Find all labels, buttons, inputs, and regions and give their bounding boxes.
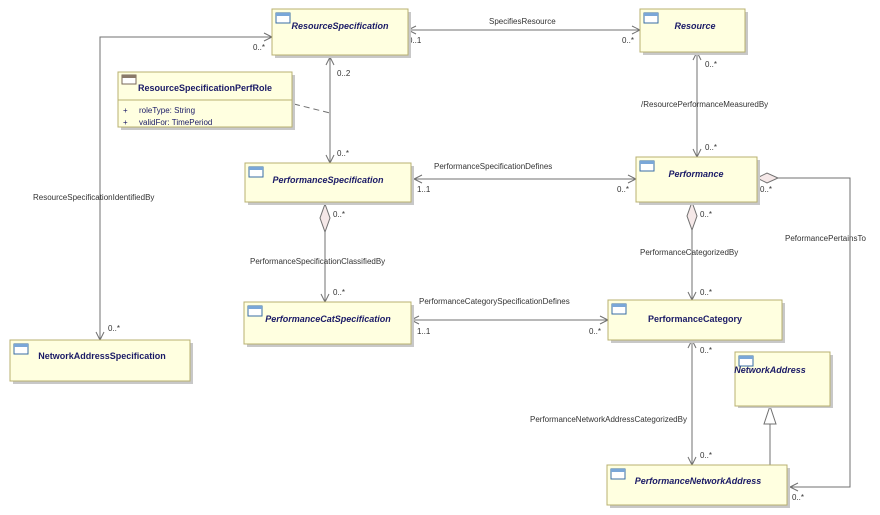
label-performance-category-specification-defines: PerformanceCategorySpecificationDefines: [419, 297, 570, 306]
class-network-address[interactable]: NetworkAddress: [734, 351, 833, 408]
class-performance-category[interactable]: PerformanceCategory: [607, 299, 785, 343]
label-performance-categorized-by: PerformanceCategorizedBy: [640, 248, 738, 257]
mult-rs-right: 0..1: [408, 36, 422, 45]
assoc-performance-specification-classified-by[interactable]: [319, 202, 331, 304]
mult-pc-up: 0..*: [700, 288, 712, 297]
attr-visibility-1: +: [123, 106, 128, 115]
mult-nas-up: 0..*: [108, 324, 120, 333]
assoc-performance-specification-defines[interactable]: [412, 174, 638, 184]
label-performance-network-address-categorized-by: PerformanceNetworkAddressCategorizedBy: [530, 415, 687, 424]
label-peformance-pertains-to: PeformancePertainsTo: [785, 234, 866, 243]
assoc-performance-category-specification-defines[interactable]: [409, 315, 610, 325]
mult-res-down: 0..*: [705, 60, 717, 69]
class-name: PerformanceCatSpecification: [265, 314, 391, 324]
assoc-rs-ps[interactable]: [325, 55, 335, 165]
class-name: NetworkAddress: [734, 365, 806, 375]
class-name: Resource: [674, 21, 715, 31]
mult-res-left: 0..*: [622, 36, 634, 45]
mult-perf-down: 0..*: [700, 210, 712, 219]
assoc-specifies-resource[interactable]: [406, 25, 642, 35]
mult-rs-left: 0..*: [253, 43, 265, 52]
attr-valid-for: validFor: TimePeriod: [139, 118, 212, 127]
class-performance-specification[interactable]: PerformanceSpecification: [244, 162, 414, 205]
attr-role-type: roleType: String: [139, 106, 195, 115]
label-specifies-resource: SpecifiesResource: [489, 17, 556, 26]
class-network-address-specification[interactable]: NetworkAddressSpecification: [9, 339, 193, 384]
class-resource[interactable]: Resource: [639, 8, 748, 55]
mult-pna-right: 0..*: [792, 493, 804, 502]
assoc-performance-network-address-categorized-by[interactable]: [687, 338, 697, 467]
mult-pc-left: 0..*: [589, 327, 601, 336]
mult-ps-down: 0..*: [333, 210, 345, 219]
mult-pna-up: 0..*: [700, 451, 712, 460]
class-performance[interactable]: Performance: [635, 156, 760, 205]
label-performance-specification-classified-by: PerformanceSpecificationClassifiedBy: [250, 257, 385, 266]
class-name: ResourceSpecification: [291, 21, 389, 31]
class-name: ResourceSpecificationPerfRole: [138, 83, 272, 93]
class-resource-specification[interactable]: ResourceSpecification: [271, 8, 411, 58]
generalization-network-address[interactable]: [763, 404, 777, 465]
mult-perf-up: 0..*: [705, 143, 717, 152]
mult-ps-right: 1..1: [417, 185, 431, 194]
mult-perf-left: 0..*: [617, 185, 629, 194]
class-name: PerformanceSpecification: [272, 175, 384, 185]
mult-ps-up: 0..*: [337, 149, 349, 158]
assoc-performance-categorized-by[interactable]: [686, 200, 698, 302]
class-performance-cat-specification[interactable]: PerformanceCatSpecification: [243, 301, 414, 347]
mult-rs-down: 0..2: [337, 69, 351, 78]
class-name: NetworkAddressSpecification: [38, 351, 166, 361]
class-resource-specification-perf-role[interactable]: ResourceSpecificationPerfRole + roleType…: [117, 71, 295, 130]
class-performance-network-address[interactable]: PerformanceNetworkAddress: [606, 464, 790, 508]
mult-pcs-up: 0..*: [333, 288, 345, 297]
assoc-class-link: [293, 103, 331, 114]
class-name: PerformanceNetworkAddress: [635, 476, 762, 486]
mult-pcs-right: 1..1: [417, 327, 431, 336]
label-resource-specification-identified-by: ResourceSpecificationIdentifiedBy: [33, 193, 154, 202]
attr-visibility-2: +: [123, 118, 128, 127]
label-performance-specification-defines: PerformanceSpecificationDefines: [434, 162, 552, 171]
mult-pc-down: 0..*: [700, 346, 712, 355]
class-name: Performance: [668, 169, 723, 179]
label-resource-performance-measured-by: /ResourcePerformanceMeasuredBy: [641, 100, 768, 109]
mult-perf-right: 0..*: [760, 185, 772, 194]
class-name: PerformanceCategory: [648, 314, 742, 324]
